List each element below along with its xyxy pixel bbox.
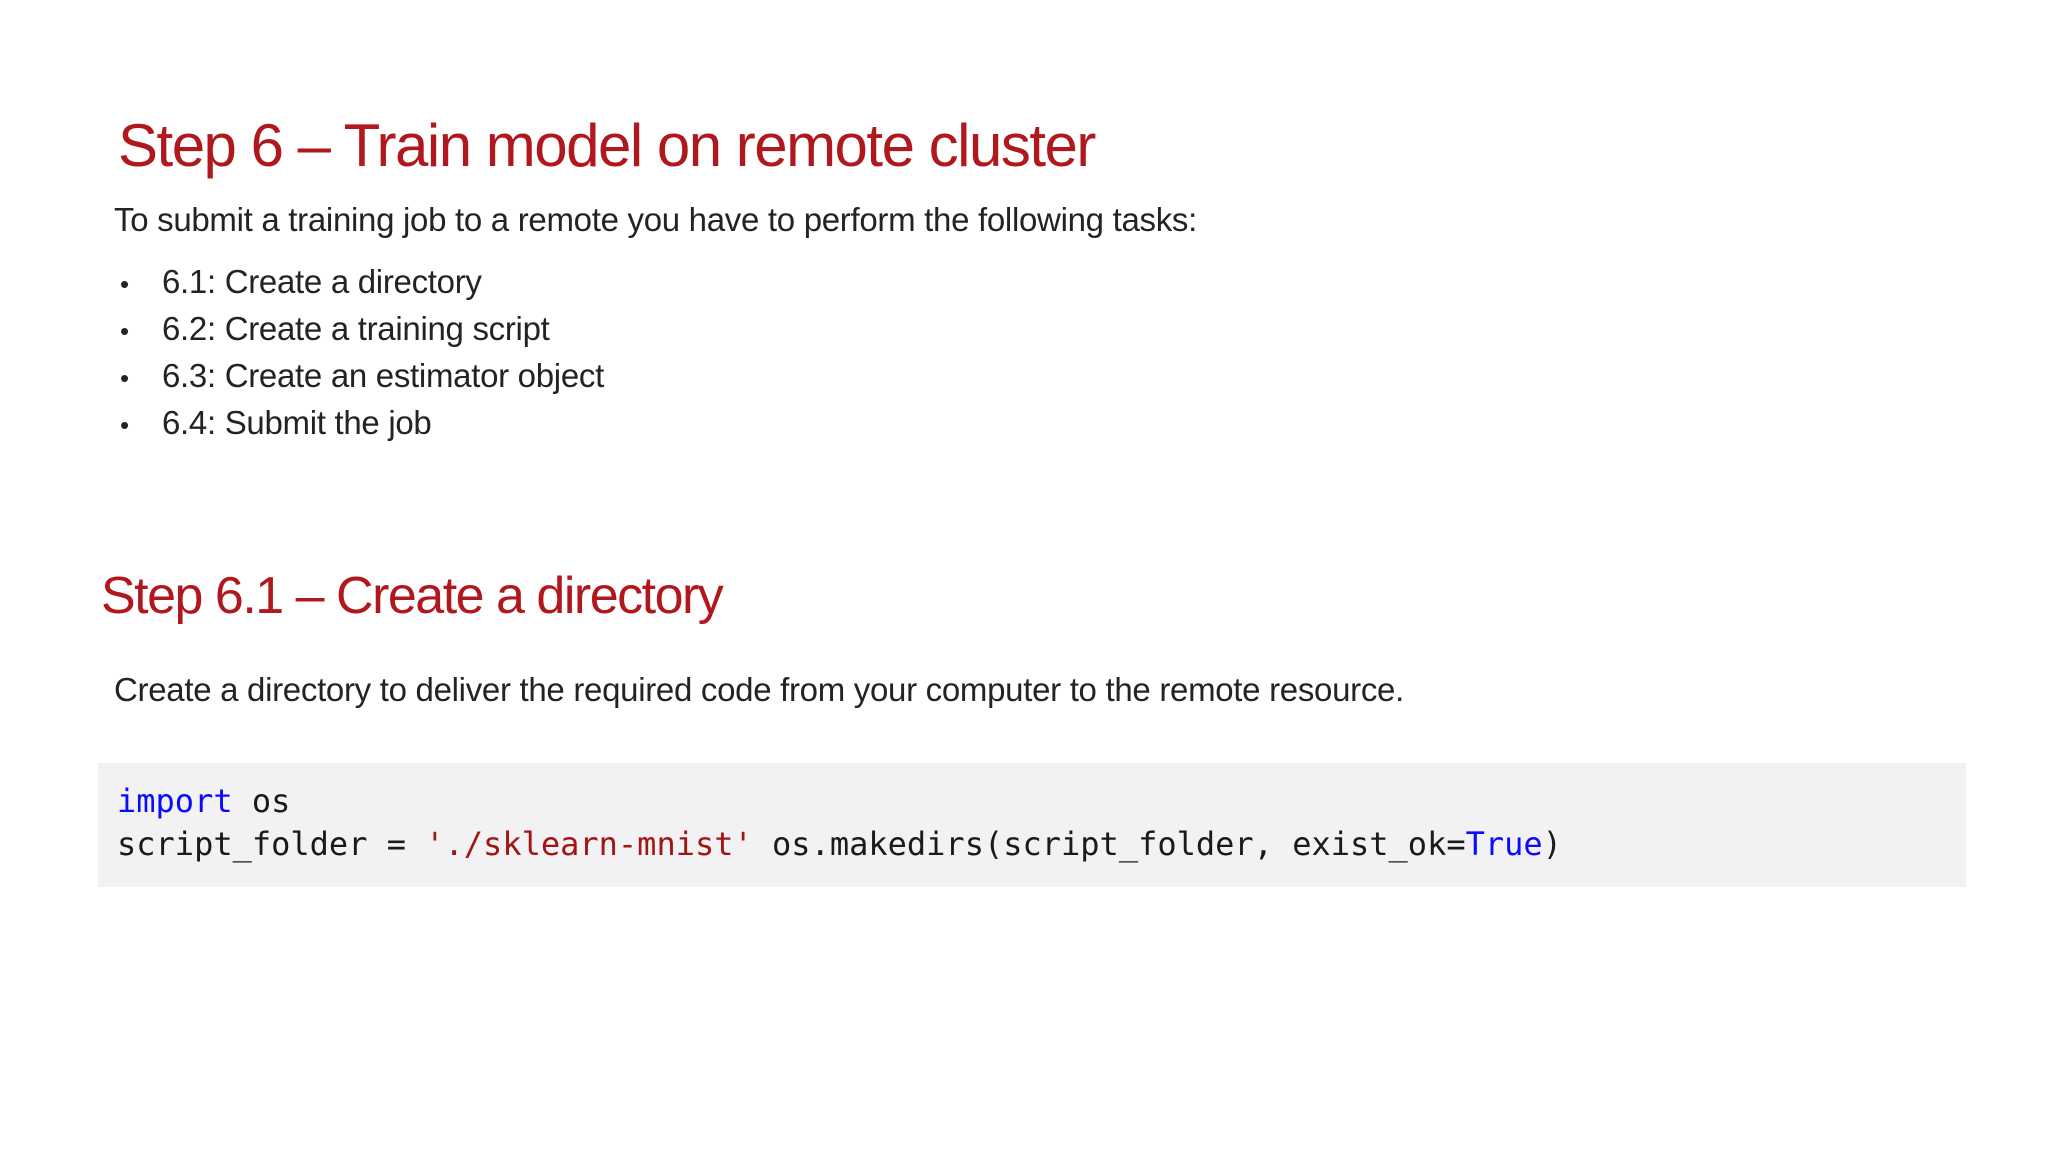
code-line-2: script_folder = './sklearn-mnist' os.mak… — [117, 823, 1966, 866]
code-text: os.makedirs(script_folder, exist_ok= — [752, 825, 1466, 863]
bullet-icon: • — [120, 269, 129, 299]
section1-intro: To submit a training job to a remote you… — [114, 201, 1197, 238]
section1-title: Step 6 – Train model on remote cluster — [118, 112, 1096, 179]
bullet-icon: • — [120, 410, 129, 440]
list-item: • 6.4: Submit the job — [120, 399, 604, 446]
code-text: ) — [1542, 825, 1562, 863]
list-item-label: 6.4: Submit the job — [162, 404, 432, 441]
code-text: os — [232, 782, 291, 820]
list-item: • 6.2: Create a training script — [120, 305, 604, 352]
section2-title: Step 6.1 – Create a directory — [101, 567, 724, 625]
code-keyword-import: import — [117, 782, 233, 820]
task-list: • 6.1: Create a directory • 6.2: Create … — [120, 258, 604, 446]
list-item: • 6.1: Create a directory — [120, 258, 604, 305]
list-item: • 6.3: Create an estimator object — [120, 352, 604, 399]
code-line-1: import os — [117, 780, 1966, 823]
bullet-icon: • — [120, 363, 129, 393]
code-text: script_folder = — [117, 825, 426, 863]
bullet-icon: • — [120, 316, 129, 346]
list-item-label: 6.3: Create an estimator object — [162, 357, 604, 394]
list-item-label: 6.2: Create a training script — [162, 310, 550, 347]
code-keyword-true: True — [1465, 825, 1543, 863]
list-item-label: 6.1: Create a directory — [162, 263, 482, 300]
section2-body: Create a directory to deliver the requir… — [114, 671, 1404, 708]
code-string-literal: './sklearn-mnist' — [425, 825, 753, 863]
code-block: import os script_folder = './sklearn-mni… — [98, 763, 1966, 887]
